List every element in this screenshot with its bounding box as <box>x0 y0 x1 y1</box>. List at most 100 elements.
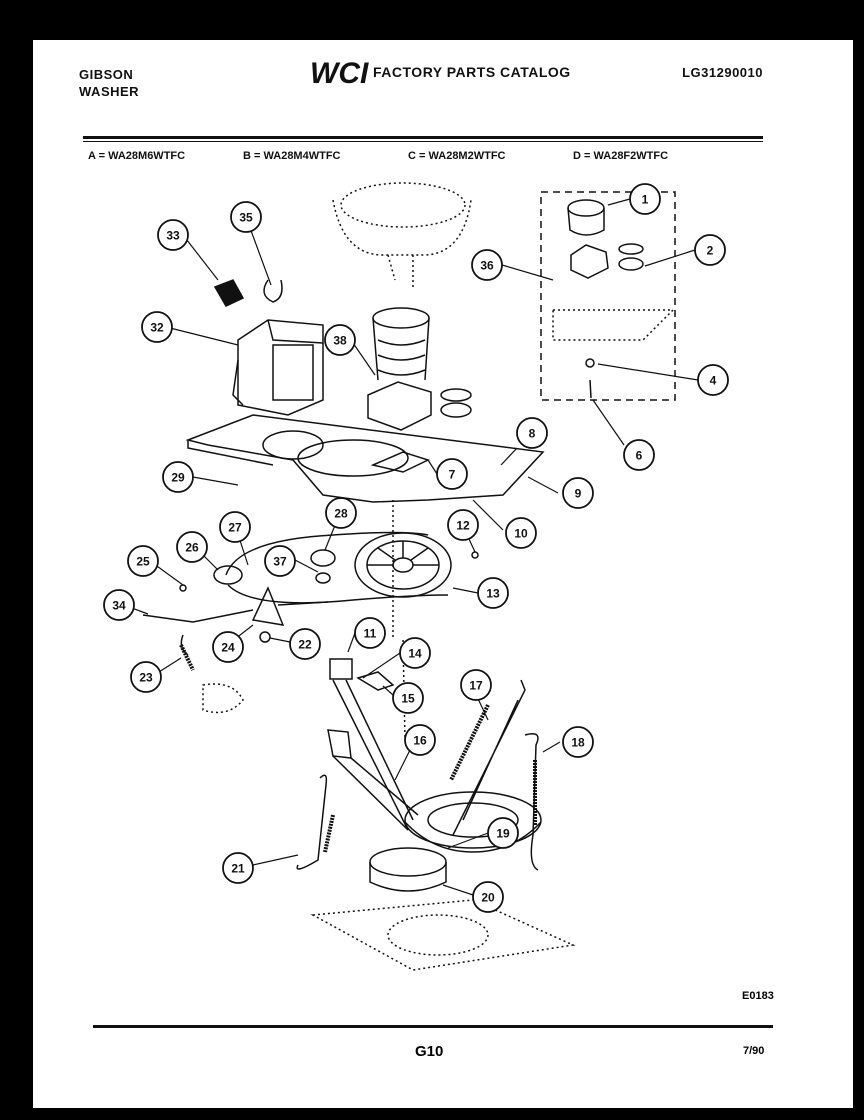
callout-19: 19 <box>487 817 519 849</box>
svg-text:14: 14 <box>408 647 422 661</box>
svg-text:11: 11 <box>364 627 377 641</box>
catalog-sheet: GIBSON WASHER WCI FACTORY PARTS CATALOG … <box>33 40 853 1108</box>
callout-22: 22 <box>289 628 321 660</box>
callout-34: 34 <box>103 589 135 621</box>
catalog-code: LG31290010 <box>682 65 763 80</box>
model-b: B = WA28M4WTFC <box>243 150 341 162</box>
model-c: C = WA28M2WTFC <box>408 150 506 162</box>
transmission-stack <box>367 307 472 431</box>
footer-rule <box>93 1025 773 1028</box>
drive-assembly <box>142 531 479 656</box>
wci-logo: WCI <box>310 57 369 88</box>
svg-text:9: 9 <box>575 487 582 501</box>
callout-25: 25 <box>127 545 159 577</box>
svg-text:19: 19 <box>496 827 510 841</box>
svg-text:22: 22 <box>298 638 312 652</box>
callout-29: 29 <box>162 461 194 493</box>
svg-text:16: 16 <box>413 734 427 748</box>
brand-block: GIBSON WASHER <box>79 66 139 100</box>
logo-text: WCI <box>310 57 369 88</box>
callout-18: 18 <box>562 726 594 758</box>
callout-23: 23 <box>130 661 162 693</box>
callout-32: 32 <box>141 311 173 343</box>
svg-text:28: 28 <box>334 507 348 521</box>
callout-38: 38 <box>324 324 356 356</box>
svg-text:27: 27 <box>228 521 242 535</box>
callouts: 1 2 4 6 7 8 9 10 11 12 13 14 15 16 17 18… <box>103 183 729 913</box>
svg-text:8: 8 <box>529 427 536 441</box>
model-legend: A = WA28M6WTFC B = WA28M4WTFC C = WA28M2… <box>83 150 763 166</box>
svg-text:7: 7 <box>449 468 456 482</box>
callout-4: 4 <box>697 364 729 396</box>
svg-text:35: 35 <box>239 211 253 225</box>
svg-text:37: 37 <box>273 555 287 569</box>
callout-7: 7 <box>436 458 468 490</box>
svg-text:21: 21 <box>231 862 245 876</box>
svg-text:10: 10 <box>514 527 528 541</box>
callout-35: 35 <box>230 201 262 233</box>
callout-36: 36 <box>471 249 503 281</box>
callout-21: 21 <box>222 852 254 884</box>
callout-24: 24 <box>212 631 244 663</box>
header-rule <box>83 136 763 139</box>
parts-diagram: 1 2 4 6 7 8 9 10 11 12 13 14 15 16 17 18… <box>103 182 729 971</box>
model-d: D = WA28F2WTFC <box>573 150 669 162</box>
callout-16: 16 <box>404 724 436 756</box>
svg-text:20: 20 <box>481 891 495 905</box>
svg-text:4: 4 <box>710 374 717 388</box>
page-date: 7/90 <box>743 1045 765 1057</box>
callout-13: 13 <box>477 577 509 609</box>
mounting-plate <box>185 414 545 503</box>
seal-kit-parts <box>552 199 675 399</box>
callout-26: 26 <box>176 531 208 563</box>
svg-text:34: 34 <box>112 599 126 613</box>
callout-6: 6 <box>623 439 655 471</box>
tub-outline-dotted <box>332 182 472 290</box>
svg-text:1: 1 <box>642 193 649 207</box>
svg-text:25: 25 <box>136 555 150 569</box>
springs <box>179 644 539 871</box>
motor-part <box>232 319 324 416</box>
svg-text:6: 6 <box>636 449 643 463</box>
product-type: WASHER <box>79 84 140 99</box>
callout-37: 37 <box>264 545 296 577</box>
svg-text:26: 26 <box>185 541 199 555</box>
callout-15: 15 <box>392 682 424 714</box>
page-number: G10 <box>415 1043 444 1060</box>
svg-text:38: 38 <box>333 334 347 348</box>
callout-2: 2 <box>694 234 726 266</box>
brand-name: GIBSON <box>79 67 134 82</box>
catalog-title: FACTORY PARTS CATALOG <box>373 64 571 80</box>
svg-text:12: 12 <box>456 519 470 533</box>
callout-14: 14 <box>399 637 431 669</box>
callout-1: 1 <box>629 183 661 215</box>
header-rule-thin <box>83 141 763 142</box>
callout-8: 8 <box>516 417 548 449</box>
callout-9: 9 <box>562 477 594 509</box>
callout-27: 27 <box>219 511 251 543</box>
callout-33: 33 <box>157 219 189 251</box>
svg-text:2: 2 <box>707 244 714 258</box>
svg-text:23: 23 <box>139 671 153 685</box>
clip-33-part <box>213 279 245 307</box>
svg-text:33: 33 <box>166 229 180 243</box>
callout-10: 10 <box>505 517 537 549</box>
group-36-box <box>540 191 676 401</box>
model-a: A = WA28M6WTFC <box>88 150 186 162</box>
svg-text:17: 17 <box>469 679 483 693</box>
svg-text:29: 29 <box>171 471 185 485</box>
svg-text:24: 24 <box>221 641 235 655</box>
diagram-code: E0183 <box>742 990 774 1002</box>
leader-lines <box>120 198 699 896</box>
svg-text:32: 32 <box>150 321 164 335</box>
svg-text:36: 36 <box>480 259 494 273</box>
suspension-base <box>327 658 542 892</box>
callout-28: 28 <box>325 497 357 529</box>
callout-20: 20 <box>472 881 504 913</box>
callout-17: 17 <box>460 669 492 701</box>
svg-text:18: 18 <box>571 736 585 750</box>
ring-35-part <box>263 279 283 303</box>
callout-11: 11 <box>354 617 386 649</box>
callout-12: 12 <box>447 509 479 541</box>
svg-text:13: 13 <box>486 587 500 601</box>
